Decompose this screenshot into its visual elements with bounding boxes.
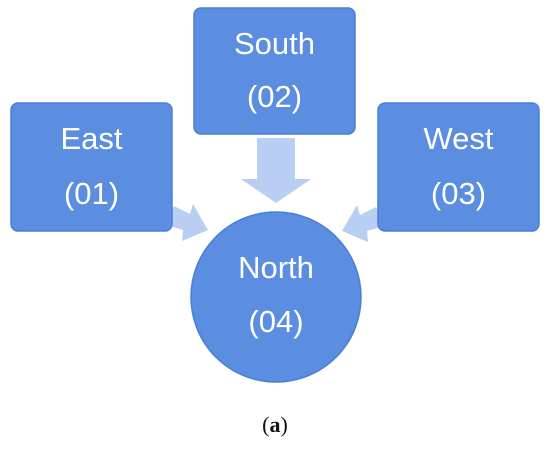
caption-open-paren: ( bbox=[262, 412, 270, 437]
arrow-east-to-north bbox=[166, 204, 208, 241]
node-south-name: South bbox=[234, 26, 315, 61]
node-south-box bbox=[193, 7, 356, 135]
node-east-name: East bbox=[60, 121, 122, 156]
node-south: South (02) bbox=[193, 7, 356, 135]
node-west-code: (03) bbox=[431, 176, 486, 211]
node-south-code: (02) bbox=[247, 79, 302, 114]
figure-caption: (a) bbox=[0, 412, 550, 438]
node-north: North (04) bbox=[190, 211, 362, 383]
node-east: East (01) bbox=[10, 102, 173, 232]
arrow-west-to-north bbox=[342, 205, 384, 242]
arrow-south-to-north bbox=[241, 138, 311, 203]
node-east-box bbox=[10, 102, 173, 232]
node-east-code: (01) bbox=[64, 176, 119, 211]
caption-close-paren: ) bbox=[280, 412, 288, 437]
node-west: West (03) bbox=[377, 102, 540, 232]
node-north-name: North bbox=[238, 250, 314, 285]
caption-letter: a bbox=[269, 412, 281, 437]
node-north-code: (04) bbox=[248, 304, 303, 339]
node-north-circle bbox=[190, 211, 362, 383]
node-west-name: West bbox=[423, 121, 493, 156]
node-west-box bbox=[377, 102, 540, 232]
